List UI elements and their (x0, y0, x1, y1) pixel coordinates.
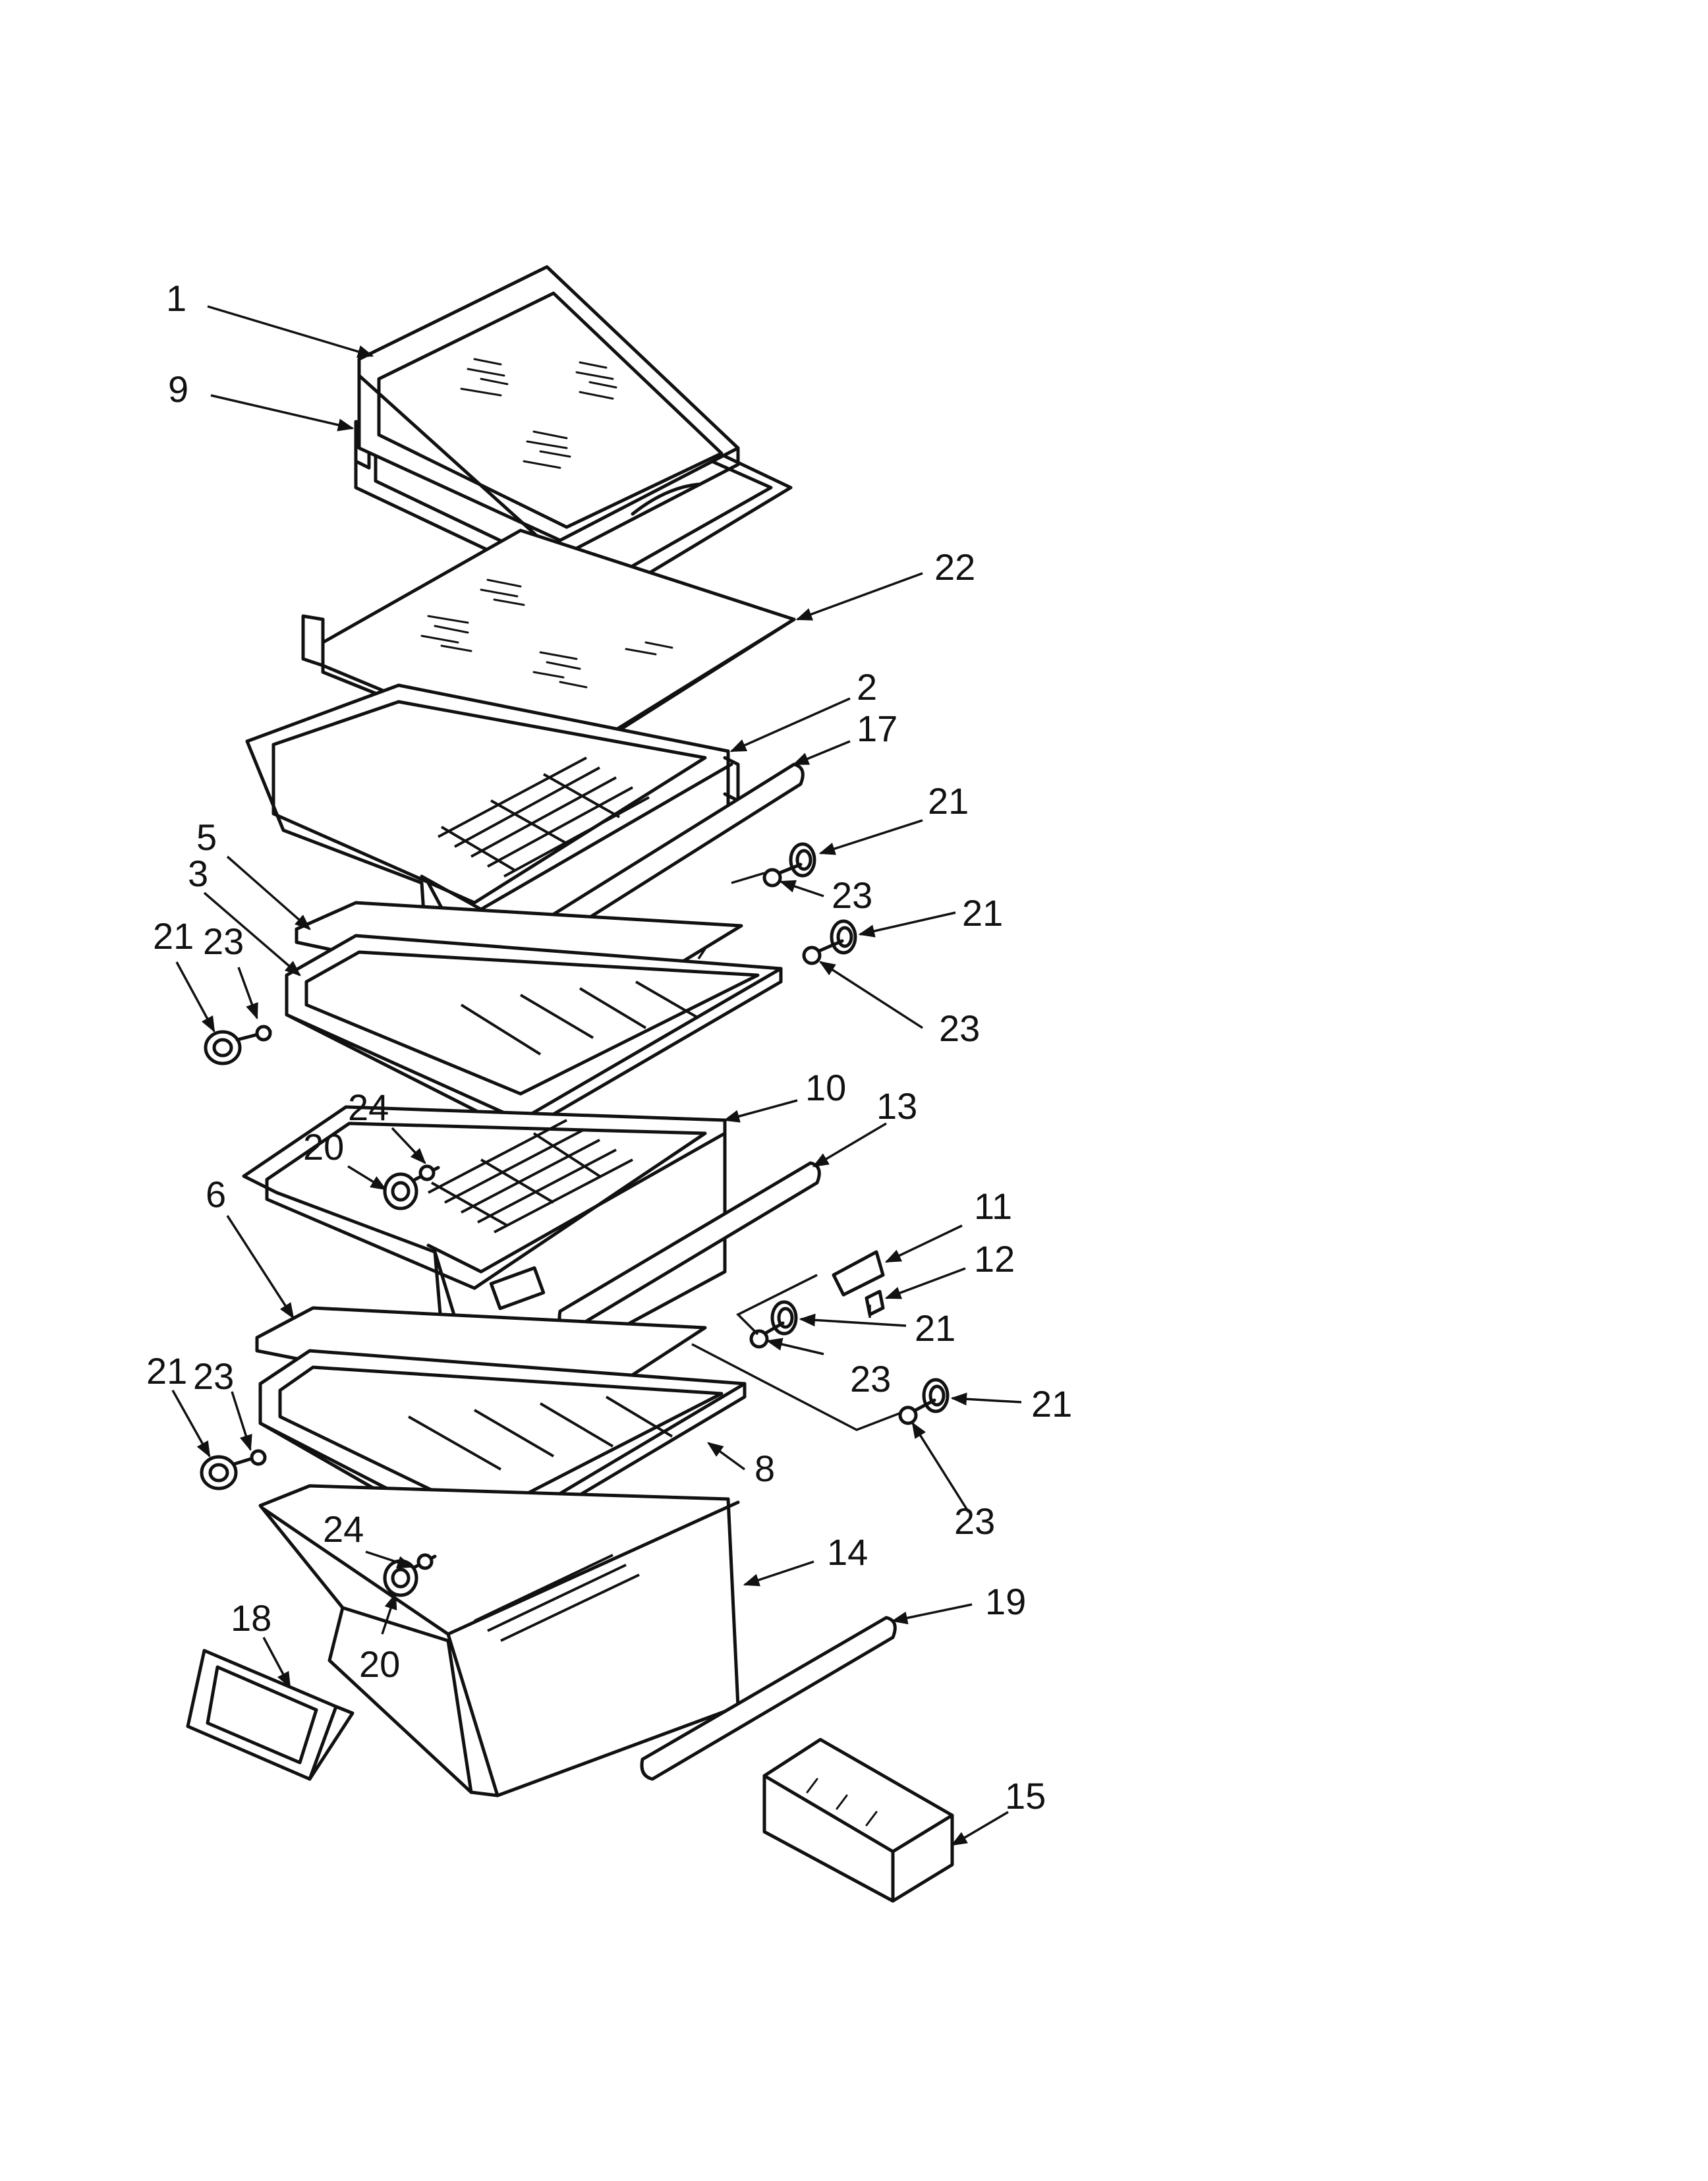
callout-2: 2 (857, 666, 877, 708)
callout-15: 15 (1005, 1775, 1046, 1817)
callout-11: 11 (974, 1185, 1012, 1227)
callout-23: 23 (203, 921, 244, 962)
callout-21: 21 (153, 915, 194, 957)
callout-21: 21 (146, 1350, 187, 1392)
screw-part-23-f (232, 1449, 267, 1466)
callout-21: 21 (1031, 1383, 1072, 1425)
assembly-guide-lines (691, 872, 900, 1431)
callout-9: 9 (168, 368, 188, 410)
screw-part-24 (413, 1164, 440, 1181)
roller-part-21-e (922, 1378, 950, 1413)
label-card-part-18 (186, 1649, 355, 1781)
small-bin-part-15 (762, 1738, 954, 1903)
callout-20: 20 (303, 1126, 344, 1168)
callout-24: 24 (323, 1508, 364, 1550)
callout-labels: 1 9 22 2 17 21 5 23 3 21 21 23 23 24 10 … (146, 277, 1072, 1817)
glass-hatch-marks (460, 358, 617, 469)
glass-hatch-marks-2 (420, 579, 673, 689)
screw-part-23 (762, 863, 803, 888)
callout-23: 23 (832, 874, 872, 916)
callout-13: 13 (876, 1085, 917, 1127)
screw-part-23-b (802, 939, 844, 965)
roller-part-21-c (204, 1030, 242, 1065)
callout-1: 1 (166, 277, 186, 319)
callout-23: 23 (850, 1358, 891, 1400)
roller-part-21-f (200, 1455, 238, 1490)
callout-23: 23 (193, 1355, 234, 1397)
callout-3: 3 (188, 853, 208, 894)
lower-drawer-part-14 (258, 1484, 740, 1798)
callout-22: 22 (934, 546, 975, 588)
bracket-part-11 (832, 1250, 885, 1297)
wheel-part-20 (383, 1172, 418, 1210)
callout-21: 21 (962, 892, 1003, 934)
roller-part-21 (789, 842, 816, 878)
drawer-grille-3 (474, 1554, 640, 1642)
callout-8: 8 (754, 1448, 775, 1489)
glass-shelf-part-1 (357, 265, 740, 559)
handle-trim-part-19 (640, 1616, 897, 1781)
callout-18: 18 (231, 1597, 271, 1639)
callout-14: 14 (827, 1531, 868, 1573)
drawer-grille-1 (438, 756, 650, 878)
leader-arrows (171, 305, 1022, 1846)
screw-part-23-c (235, 1025, 272, 1042)
roller-part-21-b (830, 919, 857, 955)
callout-10: 10 (805, 1067, 846, 1108)
callout-17: 17 (857, 708, 897, 749)
callout-23: 23 (939, 1007, 980, 1049)
callout-12: 12 (974, 1238, 1015, 1280)
callout-6: 6 (206, 1174, 226, 1215)
callout-5: 5 (196, 816, 217, 858)
callout-21: 21 (915, 1307, 955, 1349)
callout-20: 20 (359, 1643, 400, 1685)
screw-part-24-b (413, 1553, 437, 1570)
screw-part-23-e (898, 1398, 936, 1425)
callout-21: 21 (928, 780, 969, 822)
callout-19: 19 (985, 1581, 1026, 1622)
callout-24: 24 (348, 1087, 389, 1128)
cover-frame-part-3 (285, 934, 783, 1135)
drawer-grille-2 (428, 1119, 633, 1233)
callout-23: 23 (954, 1500, 995, 1542)
